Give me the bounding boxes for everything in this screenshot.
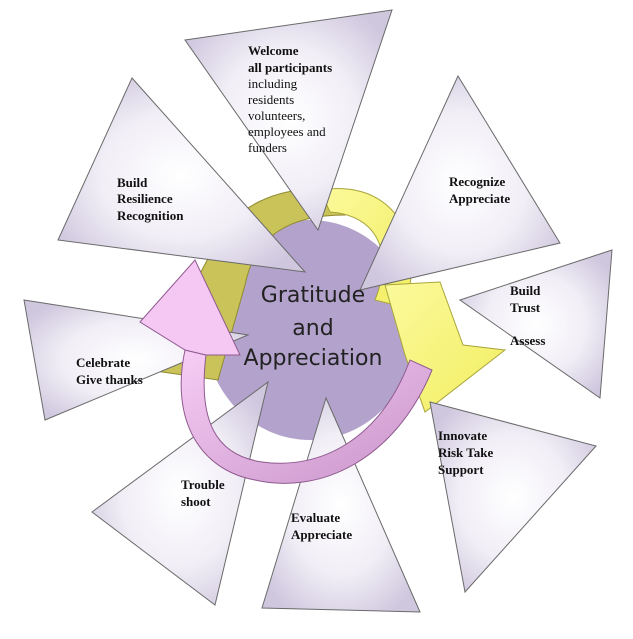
evaluate-line: Evaluate: [291, 510, 340, 525]
build-trust-line: Trust: [510, 300, 541, 315]
label-innovate: Innovate Risk Take Support: [438, 428, 494, 477]
welcome-line: residents: [248, 92, 294, 107]
build-trust-line: Build: [510, 283, 541, 298]
build-resilience-line: Build: [117, 175, 148, 190]
trouble-shoot-line: shoot: [181, 494, 211, 509]
label-recognize: Recognize Appreciate: [449, 174, 510, 206]
welcome-subtitle: all participants: [248, 60, 332, 75]
label-celebrate: Celebrate Give thanks: [76, 355, 143, 387]
center-text-line2: and: [292, 316, 333, 341]
triangles: [23, 9, 613, 613]
build-resilience-line: Recognition: [117, 208, 184, 223]
triangle-build-trust: [458, 249, 613, 399]
innovate-line: Innovate: [438, 428, 487, 443]
welcome-title: Welcome: [248, 43, 299, 58]
label-welcome: Welcome all participants including resid…: [248, 43, 332, 155]
celebrate-line: Celebrate: [76, 355, 130, 370]
pink-arrow-head: [139, 259, 241, 356]
label-build-resilience: Build Resilience Recognition: [117, 175, 184, 223]
evaluate-line: Appreciate: [291, 527, 352, 542]
welcome-line: funders: [248, 140, 287, 155]
center-text-line3: Appreciation: [244, 346, 383, 371]
welcome-line: volunteers,: [248, 108, 305, 123]
recognize-line: Recognize: [449, 174, 506, 189]
label-build-trust: Build Trust Assess: [510, 283, 545, 348]
center-disc: [205, 220, 415, 440]
pink-arrow: [180, 349, 433, 484]
trouble-shoot-line: Trouble: [181, 477, 225, 492]
recognize-line: Appreciate: [449, 191, 510, 206]
label-evaluate: Evaluate Appreciate: [291, 510, 352, 542]
build-resilience-line: Resilience: [117, 191, 173, 206]
celebrate-line: Give thanks: [76, 372, 143, 387]
triangle-innovate: [429, 401, 597, 594]
triangle-recognize: [359, 74, 561, 291]
innovate-line: Support: [438, 462, 484, 477]
center-text-line1: Gratitude: [261, 283, 365, 308]
label-trouble-shoot: Trouble shoot: [181, 477, 225, 509]
build-trust-line: Assess: [510, 333, 545, 348]
innovate-line: Risk Take: [438, 445, 494, 460]
triangle-build-resilience: [57, 77, 307, 273]
welcome-line: employees and: [248, 124, 326, 139]
welcome-line: including: [248, 76, 298, 91]
triangle-trouble-shoot: [91, 380, 269, 606]
triangle-welcome: [184, 9, 393, 232]
triangle-evaluate: [261, 396, 421, 613]
